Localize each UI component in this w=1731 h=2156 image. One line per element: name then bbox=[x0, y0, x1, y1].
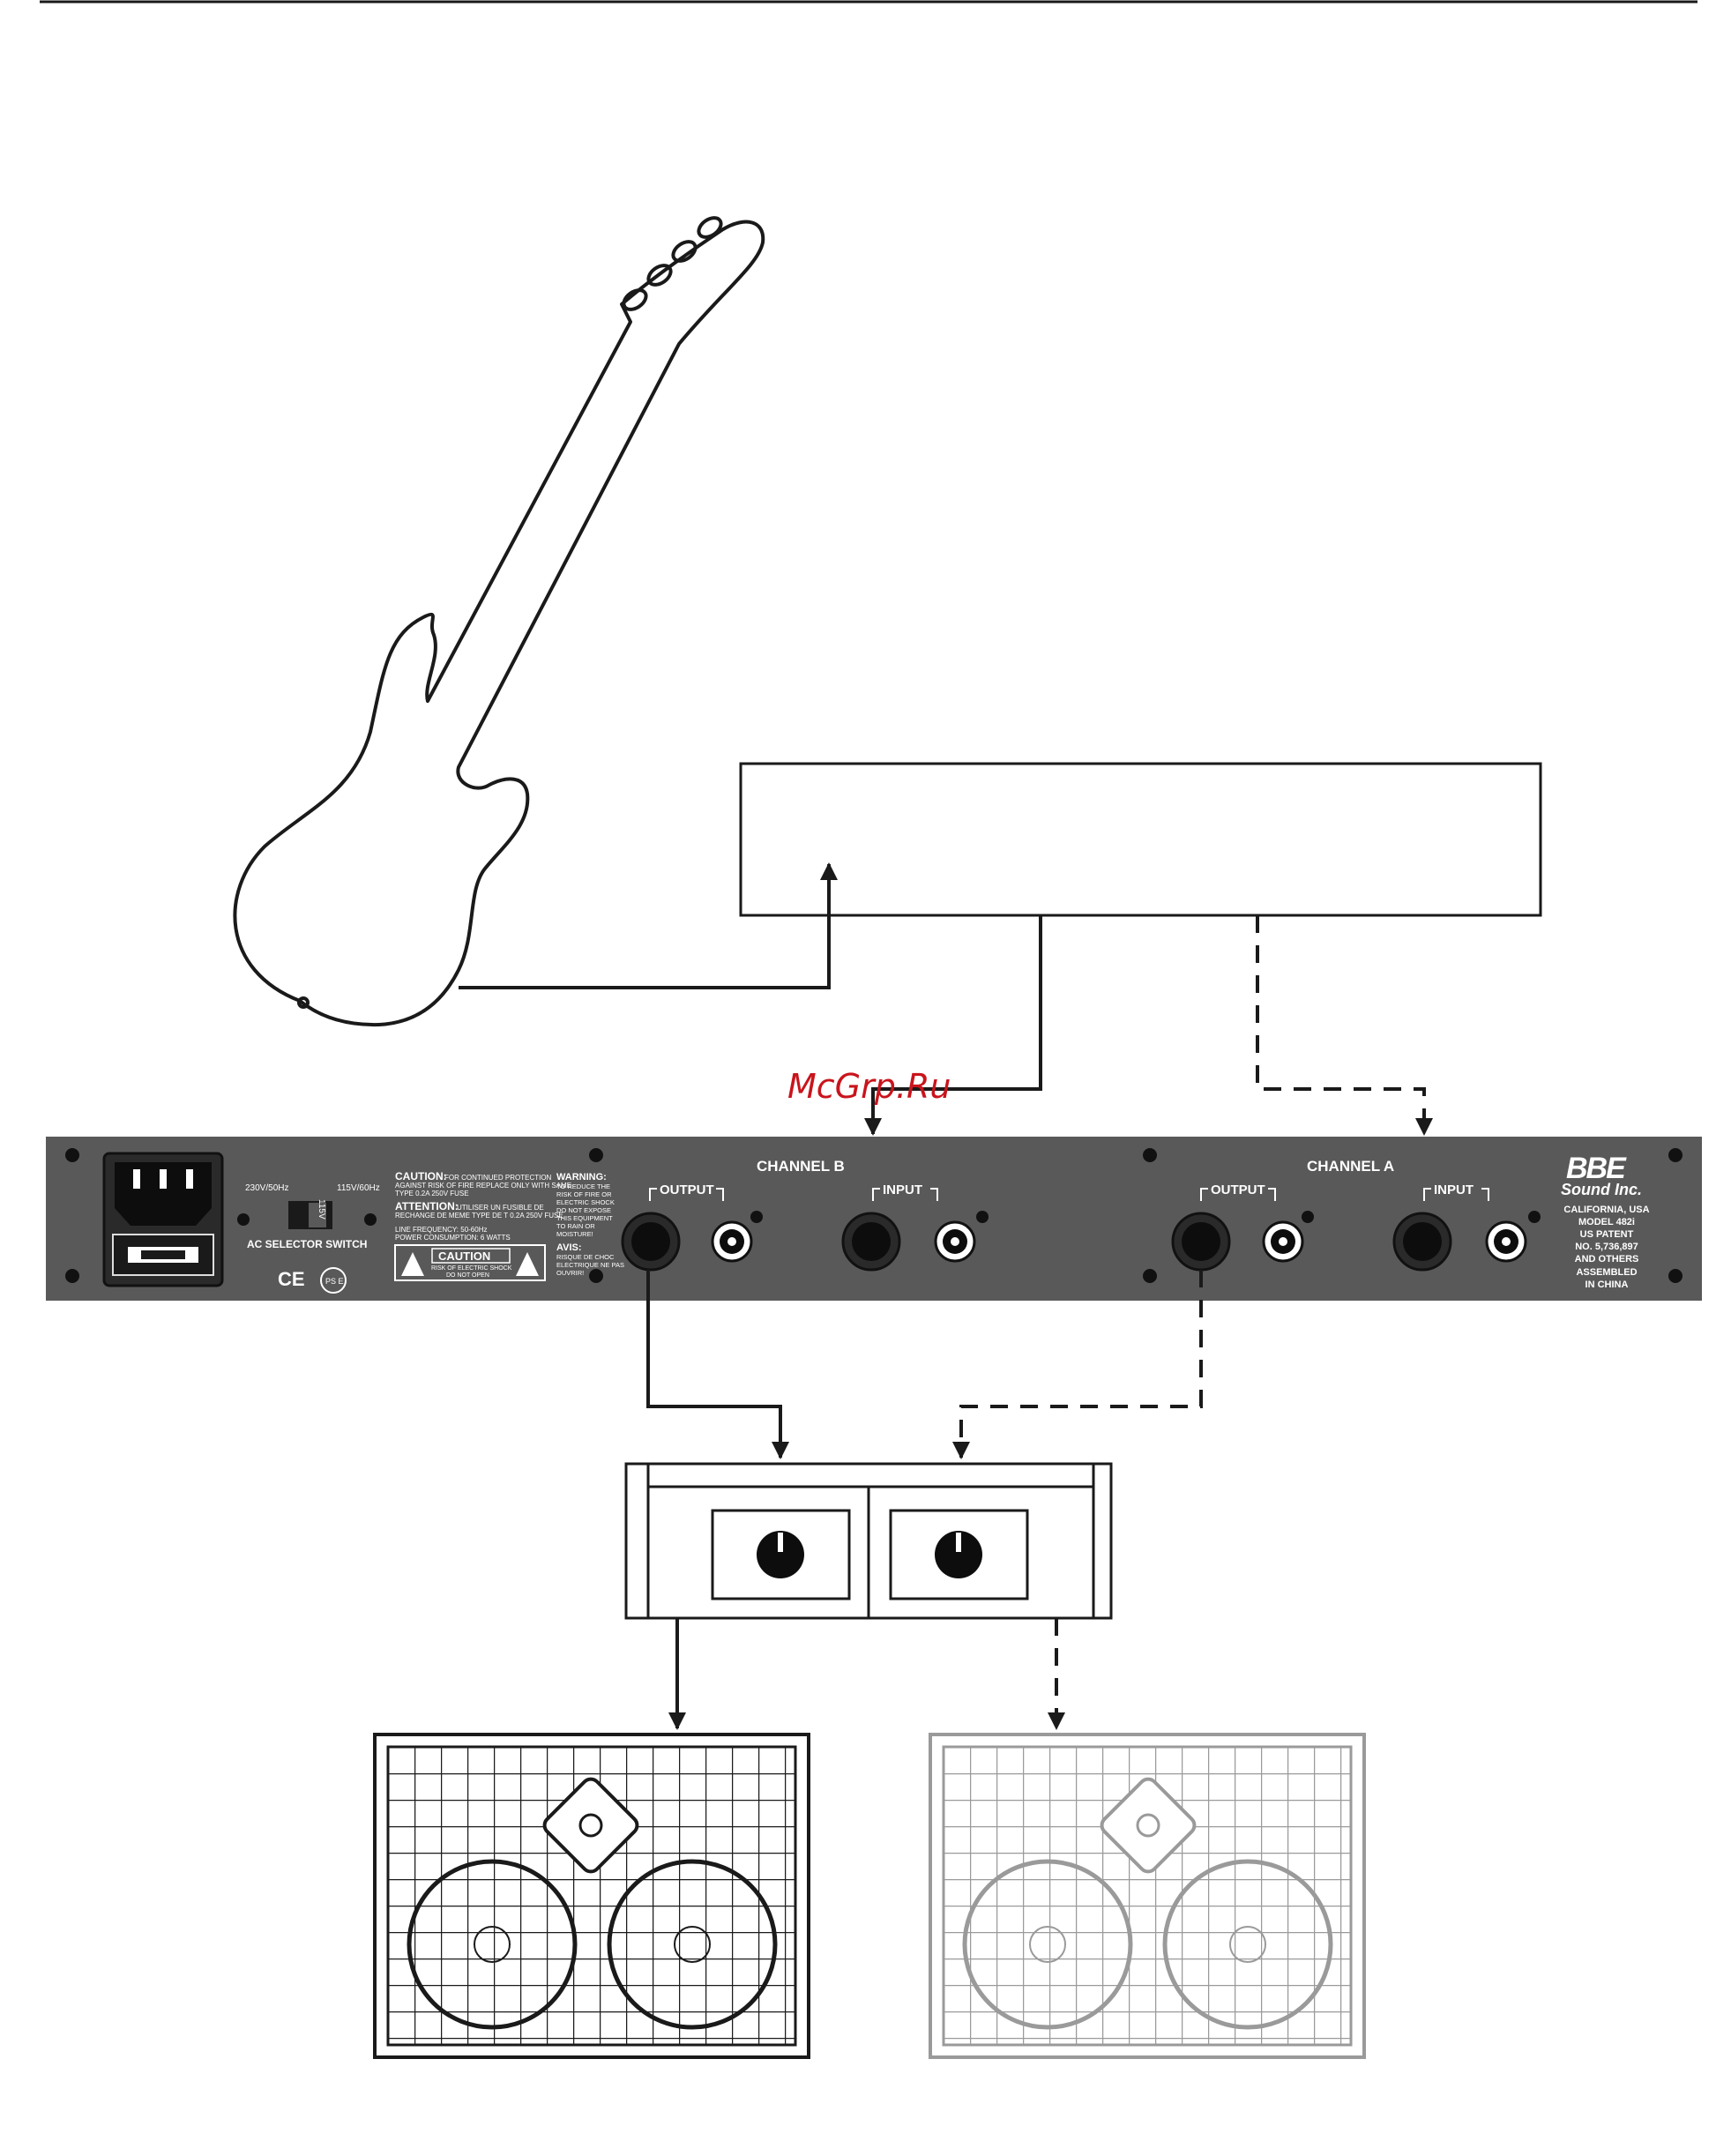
channel-a-output-bracket bbox=[1200, 1188, 1276, 1201]
channel-a-label: CHANNEL A bbox=[1307, 1158, 1394, 1175]
channel-b-label: CHANNEL B bbox=[757, 1158, 845, 1175]
power-consumption: POWER CONSUMPTION: 6 WATTS bbox=[395, 1234, 511, 1242]
pse-mark-text: PS E bbox=[325, 1277, 344, 1286]
watermark: McGrp.Ru bbox=[787, 1067, 951, 1106]
caution-text: AGAINST RISK OF FIRE REPLACE ONLY WITH S… bbox=[395, 1182, 571, 1190]
caution-block: CAUTION: FOR CONTINUED PROTECTION AGAINS… bbox=[394, 1170, 571, 1281]
brand-line: IN CHINA bbox=[1586, 1279, 1629, 1290]
brand-line: NO. 5,736,897 bbox=[1575, 1242, 1638, 1252]
caution-box-text: DO NOT OPEN bbox=[446, 1272, 489, 1279]
brand-line: ASSEMBLED bbox=[1576, 1267, 1637, 1278]
channel-b-input-jack[interactable] bbox=[841, 1212, 901, 1272]
brand-line: MODEL 482i bbox=[1578, 1217, 1635, 1227]
warning-text: TO REDUCE THE bbox=[556, 1182, 610, 1190]
caution-box-title: CAUTION bbox=[438, 1250, 490, 1263]
avis-text: RISQUE DE CHOC bbox=[556, 1253, 615, 1261]
warning-text: DO NOT EXPOSE bbox=[556, 1206, 611, 1214]
rack-screw bbox=[589, 1148, 603, 1162]
warning-text: MOISTURE! bbox=[556, 1230, 593, 1238]
warning-text: THIS EQUIPMENT bbox=[556, 1214, 613, 1222]
brand-line: CALIFORNIA, USA bbox=[1563, 1205, 1649, 1215]
avis-head: AVIS: bbox=[556, 1242, 582, 1253]
warning-text: TO RAIN OR bbox=[556, 1222, 595, 1230]
rack-screw bbox=[65, 1148, 79, 1162]
ac-selector-label: AC SELECTOR SWITCH bbox=[247, 1238, 367, 1250]
woofer-icon bbox=[962, 1859, 1133, 2030]
bass-guitar-icon bbox=[233, 216, 765, 1027]
guitar-cable bbox=[459, 862, 838, 989]
avis-text: ELECTRIQUE NE PAS bbox=[556, 1261, 624, 1269]
brand-subtitle: Sound Inc. bbox=[1561, 1181, 1642, 1198]
channel-b-input-label: INPUT bbox=[883, 1182, 922, 1197]
warning-block: WARNING: TO REDUCE THE RISK OF FIRE OR E… bbox=[556, 1172, 624, 1277]
channel-b-output-jack[interactable] bbox=[621, 1212, 681, 1272]
woofer-icon bbox=[407, 1859, 578, 2030]
attention-text: RECHANGE DE MEME TYPE DE T 0.2A 250V FUS… bbox=[395, 1212, 563, 1220]
voltage-115-label: 115V/60Hz bbox=[337, 1183, 380, 1193]
voltage-230-label: 230V/50Hz bbox=[245, 1183, 288, 1193]
caution-text: TYPE 0.2A 250V FUSE bbox=[395, 1190, 469, 1197]
warning-text: ELECTRIC SHOCK bbox=[556, 1198, 615, 1206]
woofer-icon bbox=[1162, 1859, 1333, 2030]
rack-screw bbox=[750, 1211, 763, 1223]
attention-text: UTILISER UN FUSIBLE DE bbox=[457, 1204, 544, 1212]
switch-setting: 115V bbox=[317, 1199, 326, 1220]
channel-a-input-label: INPUT bbox=[1434, 1182, 1474, 1197]
rack-screw bbox=[65, 1269, 79, 1283]
power-inlet bbox=[102, 1152, 224, 1287]
rack-screw bbox=[1668, 1148, 1683, 1162]
tweeter-icon bbox=[542, 1777, 639, 1874]
rack-screw bbox=[1528, 1211, 1541, 1223]
channel-b-output-bracket bbox=[649, 1188, 724, 1201]
caution-text: FOR CONTINUED PROTECTION bbox=[444, 1174, 552, 1182]
rear-panel: 230V/50Hz 115V/60Hz 115V AC SELECTOR SWI… bbox=[46, 1137, 1702, 1301]
rack-screw bbox=[364, 1213, 377, 1226]
channel-b-output-rca[interactable] bbox=[711, 1220, 753, 1263]
speaker-cabinet-left bbox=[373, 1733, 810, 2059]
preamp-to-channel-b-cable bbox=[864, 915, 1042, 1136]
channel-b-to-amp-cable bbox=[646, 1270, 789, 1459]
channel-a-output-jack[interactable] bbox=[1171, 1212, 1231, 1272]
rack-screw bbox=[237, 1213, 250, 1226]
channel-a-output-label: OUTPUT bbox=[1211, 1182, 1265, 1197]
channel-a-to-amp-cable bbox=[952, 1270, 1203, 1459]
attention-head: ATTENTION: bbox=[395, 1200, 459, 1212]
rack-screw bbox=[1143, 1269, 1157, 1283]
warning-text: RISK OF FIRE OR bbox=[556, 1190, 612, 1198]
brand-line: AND OTHERS bbox=[1575, 1254, 1639, 1265]
channel-b-output-label: OUTPUT bbox=[660, 1182, 714, 1197]
warning-head: WARNING: bbox=[556, 1172, 607, 1182]
channel-a-input-rca[interactable] bbox=[1485, 1220, 1527, 1263]
pse-mark bbox=[320, 1267, 347, 1294]
amp-channel-1-knob[interactable] bbox=[757, 1531, 804, 1578]
speaker-cabinet-right bbox=[929, 1733, 1366, 2059]
woofer-icon bbox=[607, 1859, 778, 2030]
channel-a-input-jack[interactable] bbox=[1392, 1212, 1452, 1272]
brand-block: BBE Sound Inc. CALIFORNIA, USA MODEL 482… bbox=[1561, 1152, 1650, 1290]
bbe-logo: BBE bbox=[1566, 1152, 1627, 1185]
ac-selector-switch[interactable]: 230V/50Hz 115V/60Hz 115V AC SELECTOR SWI… bbox=[245, 1183, 380, 1294]
channel-b-input-bracket bbox=[872, 1188, 938, 1201]
rack-screw bbox=[1302, 1211, 1314, 1223]
channel-b-input-rca[interactable] bbox=[934, 1220, 976, 1263]
avis-text: OUVRIR! bbox=[556, 1269, 584, 1277]
amp-channel-2-knob[interactable] bbox=[935, 1531, 982, 1578]
channel-a-input-bracket bbox=[1423, 1188, 1489, 1201]
brand-line: US PATENT bbox=[1580, 1229, 1634, 1240]
rack-screw bbox=[1143, 1148, 1157, 1162]
caution-box-text: RISK OF ELECTRIC SHOCK bbox=[431, 1265, 512, 1272]
channel-a-output-rca[interactable] bbox=[1262, 1220, 1304, 1263]
tweeter-icon bbox=[1100, 1777, 1197, 1874]
ce-mark: CE bbox=[278, 1268, 305, 1290]
preamp-box bbox=[739, 762, 1542, 917]
line-frequency: LINE FREQUENCY: 50-60Hz bbox=[395, 1226, 487, 1234]
rack-screw bbox=[976, 1211, 989, 1223]
rack-screw bbox=[1668, 1269, 1683, 1283]
preamp-to-channel-a-cable bbox=[1256, 915, 1433, 1136]
power-amplifier bbox=[624, 1462, 1113, 1620]
rack-screw bbox=[589, 1269, 603, 1283]
caution-head: CAUTION: bbox=[395, 1170, 447, 1182]
